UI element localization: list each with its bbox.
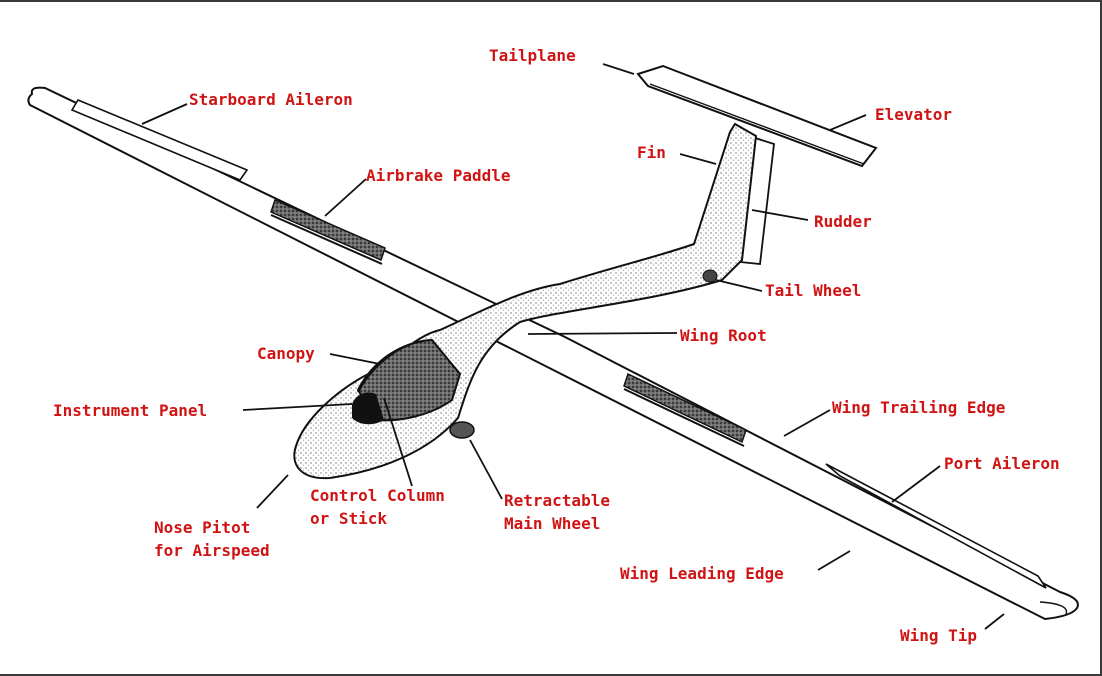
label-port-aileron: Port Aileron — [944, 454, 1060, 473]
port-aileron — [825, 463, 1047, 589]
label-control-column-line1: Control Column — [310, 486, 445, 505]
label-wing-root: Wing Root — [680, 326, 767, 345]
elevator-hinge — [649, 83, 865, 165]
label-wing-trailing-edge: Wing Trailing Edge — [832, 398, 1006, 417]
label-nose-pitot-line2: for Airspeed — [154, 541, 270, 560]
label-instrument-panel: Instrument Panel — [53, 401, 208, 420]
label-tail-wheel: Tail Wheel — [765, 281, 862, 300]
starboard-airbrake — [270, 198, 386, 265]
label-canopy: Canopy — [257, 344, 315, 363]
leader-lines — [141, 63, 1005, 630]
label-fin: Fin — [637, 143, 666, 162]
starboard-aileron — [70, 98, 249, 181]
label-control-column-line2: or Stick — [310, 509, 388, 528]
label-nose-pitot-line1: Nose Pitot — [154, 518, 251, 537]
main-wheel — [449, 421, 475, 439]
label-starboard-aileron: Starboard Aileron — [189, 90, 353, 109]
label-wing-leading-edge: Wing Leading Edge — [620, 564, 784, 583]
label-tailplane: Tailplane — [489, 46, 576, 65]
label-rudder: Rudder — [814, 212, 872, 231]
port-airbrake — [623, 372, 747, 447]
instrument-panel — [352, 392, 384, 425]
tail-wheel — [702, 269, 718, 283]
label-airbrake-paddle: Airbrake Paddle — [366, 166, 511, 185]
label-retractable-main-wheel-line1: Retractable — [504, 491, 610, 510]
wing-tip-outline — [1039, 601, 1068, 615]
canopy-rim — [357, 339, 431, 393]
label-retractable-main-wheel-line2: Main Wheel — [504, 514, 601, 533]
label-wing-tip: Wing Tip — [900, 626, 978, 645]
tailplane — [636, 64, 878, 168]
label-elevator: Elevator — [875, 105, 953, 124]
